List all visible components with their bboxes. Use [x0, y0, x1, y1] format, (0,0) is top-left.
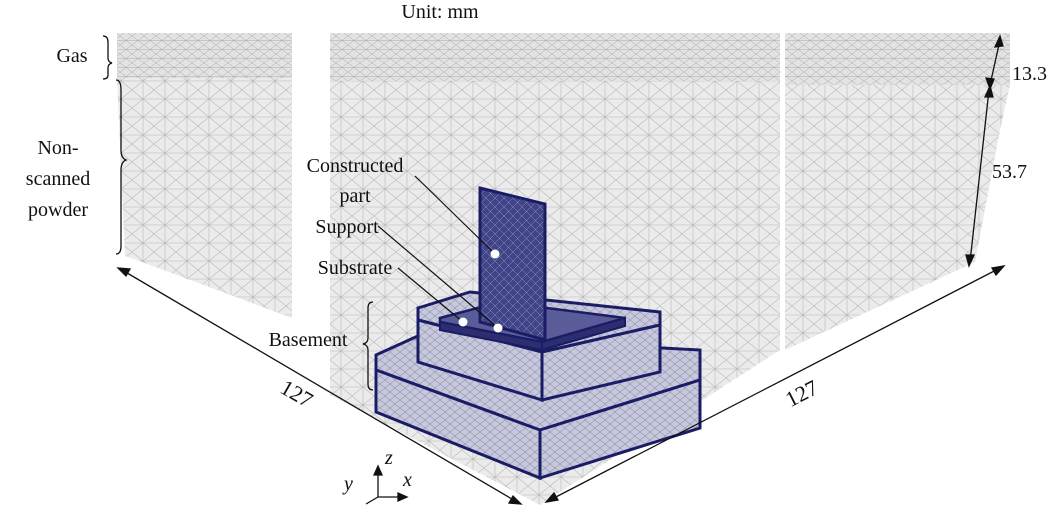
mesh-panel-right [785, 33, 1010, 350]
powder-height-dimension: 53.7 [992, 161, 1027, 183]
constructed-part [478, 186, 547, 342]
gas-height-dimension: 13.3 [1012, 63, 1047, 85]
width-right-dimension: 127 [781, 375, 822, 412]
right-dimension-lines [965, 34, 1004, 268]
axis-z-label: z [384, 447, 393, 469]
constructed-part-label-line1: Constructed [307, 155, 404, 177]
basement-bracket [362, 301, 374, 391]
non-scanned-powder-label-line1: Non- [37, 137, 78, 159]
axis-x-label: x [402, 469, 412, 491]
constructed-part-label-line2: part [339, 185, 371, 207]
callout-lines [377, 175, 499, 329]
left-brackets [102, 35, 128, 255]
gas-label: Gas [56, 45, 87, 67]
substrate-marker [458, 317, 468, 327]
axis-triad [365, 464, 409, 505]
support-label: Support [315, 216, 379, 238]
constructed-part-marker [490, 249, 500, 259]
non-scanned-powder-label-line2: scanned [26, 168, 90, 190]
width-left-dimension: 127 [276, 374, 317, 412]
axis-y-label: y [342, 473, 353, 495]
support-marker [493, 323, 503, 333]
substrate-label: Substrate [318, 257, 393, 279]
non-scanned-powder-label-line3: powder [28, 199, 88, 221]
mesh-panel-left [117, 33, 292, 318]
bottom-dimension-lines [116, 265, 1006, 505]
basement-label: Basement [269, 329, 348, 351]
unit-title: Unit: mm [401, 1, 479, 23]
